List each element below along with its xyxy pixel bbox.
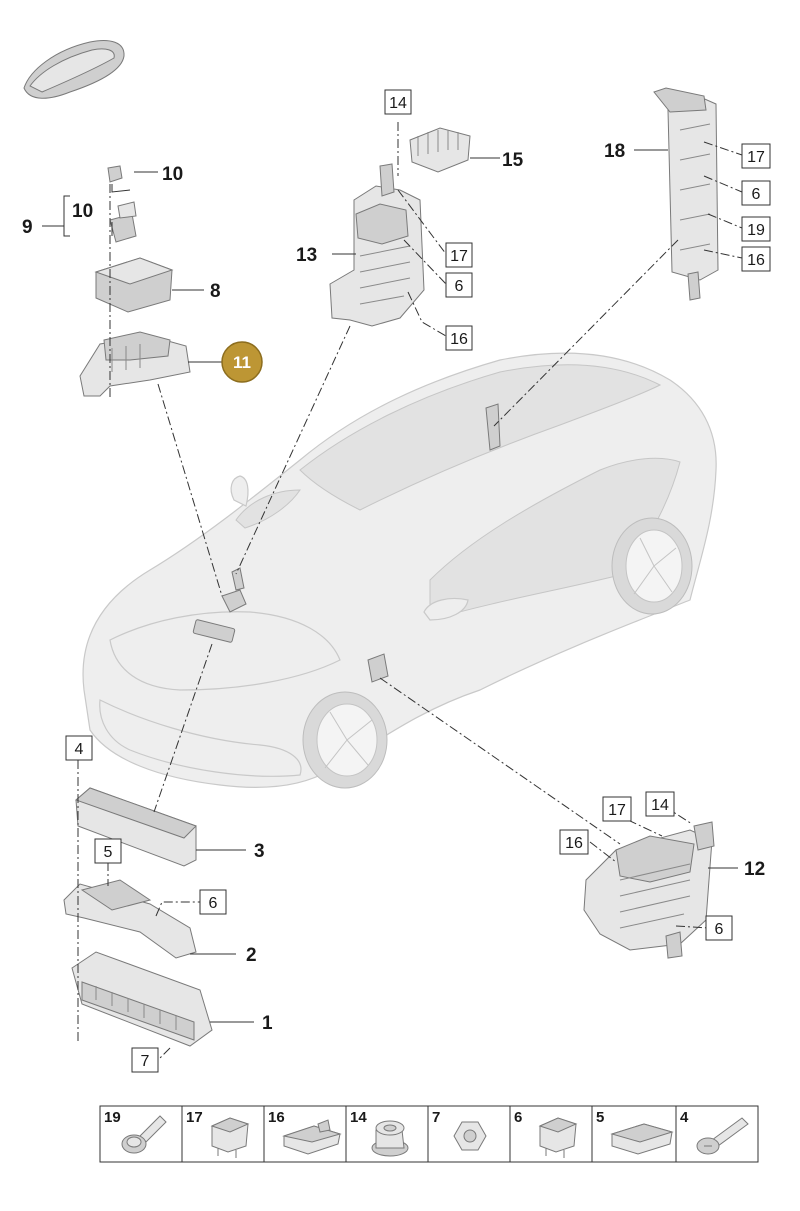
callout-8: 8	[210, 281, 221, 302]
fastener-legend: 19 17 16 14 7 6 5 4	[99, 1105, 759, 1163]
callout-17-box: 17	[741, 143, 771, 169]
callout-6-box: 6	[741, 180, 771, 206]
callout-6-box: 6	[199, 889, 227, 915]
callout-14-box: 14	[645, 791, 675, 817]
part-8-module	[94, 257, 174, 313]
legend-label-6: 6	[514, 1109, 522, 1126]
part-3-cover	[75, 787, 197, 867]
svg-text:6: 6	[752, 186, 761, 203]
assignment-lines	[77, 122, 743, 1061]
part-10-lower	[109, 201, 137, 243]
part-12-fuse-box	[583, 821, 715, 959]
callout-5-box: 5	[94, 838, 122, 864]
part-2-bracket	[63, 879, 197, 959]
part-15-connector	[409, 127, 471, 173]
hex-nut-7-icon	[453, 1121, 487, 1151]
collar-nut-14-icon	[371, 1120, 409, 1157]
svg-text:7: 7	[141, 1053, 150, 1070]
bolt-19-icon	[121, 1115, 167, 1154]
callout-7-box: 7	[131, 1047, 159, 1073]
svg-text:17: 17	[747, 149, 765, 166]
legend-label-7: 7	[432, 1109, 440, 1126]
svg-text:16: 16	[747, 252, 765, 269]
leader-lines	[42, 149, 738, 1023]
callout-10-lower: 10	[72, 201, 93, 222]
part-11-bracket	[79, 331, 191, 397]
part-13-holder	[329, 163, 425, 327]
callout-13: 13	[296, 245, 317, 266]
callout-4-box: 4	[65, 735, 93, 761]
callout-15: 15	[502, 150, 524, 171]
callout-11-highlight[interactable]: 11	[221, 341, 263, 383]
screw-4-icon	[696, 1117, 749, 1155]
relay-17-icon	[210, 1117, 250, 1158]
part-1-housing	[71, 951, 213, 1047]
fuse-16-icon	[282, 1119, 342, 1155]
legend-label-4: 4	[680, 1109, 689, 1126]
svg-text:6: 6	[209, 895, 218, 912]
callout-6-box: 6	[445, 272, 473, 298]
legend-label-5: 5	[596, 1109, 604, 1126]
callout-1: 1	[262, 1013, 273, 1034]
callout-9: 9	[22, 217, 33, 238]
svg-text:17: 17	[608, 802, 626, 819]
callout-14-box: 14	[384, 89, 412, 115]
svg-text:5: 5	[104, 844, 113, 861]
vehicle-illustration	[82, 352, 717, 789]
svg-text:6: 6	[715, 921, 724, 938]
callout-6-box: 6	[705, 915, 733, 941]
callout-17-box: 17	[602, 796, 632, 822]
callout-2: 2	[246, 945, 257, 966]
svg-text:11: 11	[233, 353, 251, 372]
legend-label-14: 14	[350, 1109, 367, 1126]
svg-text:19: 19	[747, 222, 765, 239]
svg-text:6: 6	[455, 278, 464, 295]
svg-text:14: 14	[389, 95, 407, 112]
legend-label-16: 16	[268, 1109, 285, 1126]
callout-16-box: 16	[559, 829, 589, 855]
callout-16-box: 16	[445, 325, 473, 351]
callout-10-upper: 10	[162, 164, 183, 185]
svg-text:14: 14	[651, 797, 669, 814]
callout-3: 3	[254, 841, 265, 862]
vehicle-thumbnail-icon	[23, 40, 125, 99]
relay-6-icon	[538, 1117, 578, 1158]
svg-text:16: 16	[565, 835, 583, 852]
svg-text:17: 17	[450, 248, 468, 265]
callout-17-box: 17	[445, 242, 473, 268]
part-10-upper	[107, 165, 131, 193]
fuse-5-icon	[610, 1123, 674, 1155]
svg-text:4: 4	[75, 741, 84, 758]
callout-12: 12	[744, 859, 765, 880]
callout-19-box: 19	[741, 216, 771, 242]
legend-label-17: 17	[186, 1109, 203, 1126]
callout-16-box: 16	[741, 246, 771, 272]
svg-text:16: 16	[450, 331, 468, 348]
legend-label-19: 19	[104, 1109, 121, 1126]
callout-18: 18	[604, 141, 625, 162]
part-18-fuse-box	[653, 87, 719, 301]
